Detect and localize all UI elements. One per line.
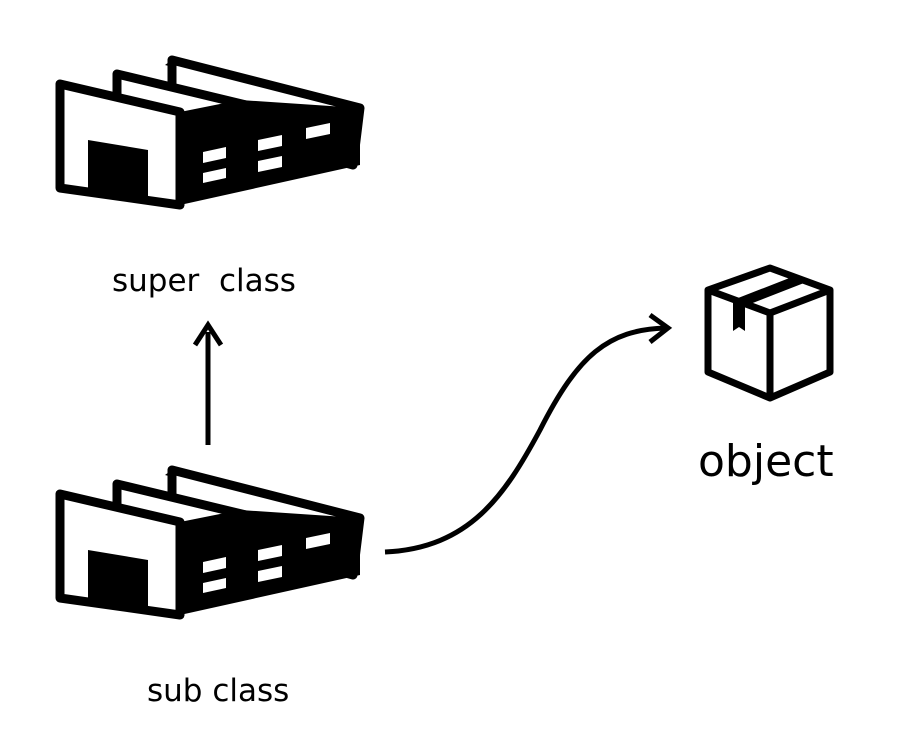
sub-class-factory-icon — [60, 470, 360, 615]
super-class-factory-icon — [60, 60, 360, 205]
super-class-label: super class — [112, 263, 296, 299]
instantiation-arrow — [384, 312, 673, 555]
object-box-icon — [704, 264, 834, 402]
object-label: object — [698, 436, 834, 487]
sub-class-label: sub class — [147, 673, 290, 709]
inheritance-arrow — [192, 320, 224, 445]
